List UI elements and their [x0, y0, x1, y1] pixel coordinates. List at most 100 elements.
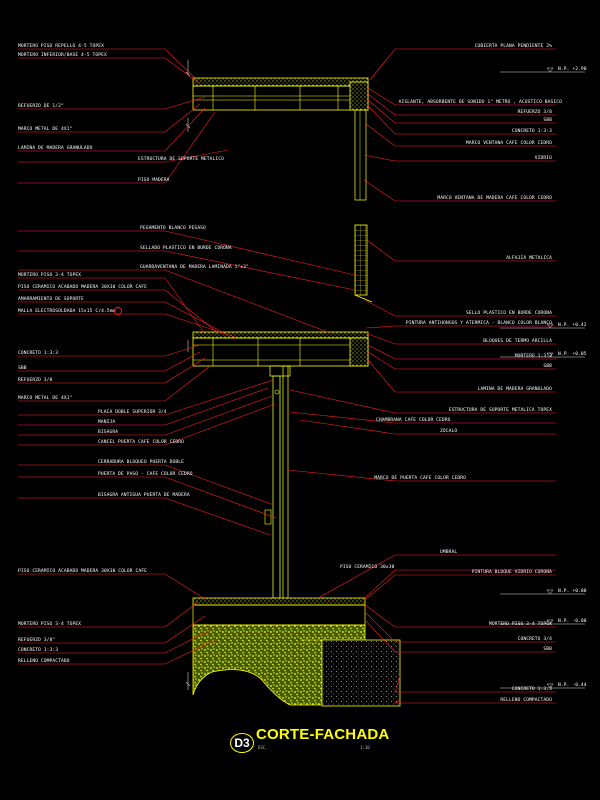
- leader-line: [299, 419, 556, 435]
- leader-line: [18, 111, 216, 184]
- annotation-label: PISO CERAMICO 30x30: [340, 564, 395, 570]
- annotation-label: PUERTA DE PASO - CAFE COLOR CEDRO: [98, 471, 193, 477]
- level-label: N.P. -0.44: [558, 682, 587, 688]
- annotation-label: PISO CERAMICO ACABADO MADERA 30X30 COLOR…: [18, 284, 147, 290]
- annotation-label: MARCO VENTANA DE MADERA CAFE COLOR CEDRO: [437, 195, 552, 201]
- annotation-label: BISAGRA ANTIGUA PUERTA DE MADERA: [98, 492, 190, 498]
- right-annotations: CUBIERTA PLANA PENDIENTE 2% AISLANTE, AB…: [340, 43, 562, 703]
- leader-line: [18, 230, 356, 276]
- left-leader-lines: [18, 48, 356, 665]
- leader-line: [369, 48, 556, 81]
- annotation-label: PISO CERAMICO ACABADO MADERA 30X30 COLOR…: [18, 568, 147, 574]
- annotation-label: CERRADURA BLOQUEO PUERTA DOBLE: [98, 459, 184, 465]
- annotation-label: SBB: [543, 117, 552, 123]
- annotation-label: RELLENO COMPACTADO: [18, 658, 70, 664]
- leader-line: [363, 179, 556, 202]
- level-triangle-icon: [546, 619, 554, 625]
- leader-line: [367, 105, 556, 135]
- annotation-label: MORTERO PISO REPELLO 4-5 TOPEX: [18, 43, 104, 49]
- leader-line: [289, 389, 556, 414]
- foundation: [192, 624, 401, 707]
- leader-line: [364, 611, 556, 643]
- leader-line: [367, 359, 556, 393]
- leader-line: [18, 344, 201, 357]
- annotation-label: CANCEL PUERTA CAFE COLOR CEDRO: [98, 439, 184, 445]
- leader-line: [366, 239, 556, 262]
- leader-line: [18, 57, 201, 85]
- leader-line: [364, 619, 556, 653]
- scale-value: 1:10: [360, 745, 370, 750]
- leader-line: [18, 149, 229, 163]
- level-label: N.P. +2.90: [558, 66, 587, 72]
- leader-line: [367, 333, 556, 345]
- annotation-label: RELLENO COMPACTADO: [500, 697, 552, 703]
- leader-line: [18, 403, 276, 446]
- leader-line: [365, 123, 556, 147]
- annotation-label: PEGAMENTO BLANCO PEGASO: [140, 225, 206, 231]
- annotation-label: MANIJA: [98, 419, 115, 425]
- leader-line: [18, 601, 199, 628]
- leader-line: [289, 411, 556, 424]
- annotation-label: AISLANTE, ABSORBENTE DE SONIDO 1" METRO …: [399, 99, 562, 105]
- leader-line: [364, 574, 556, 601]
- annotation-label: PISO MADERA: [138, 177, 170, 183]
- annotation-label: ZOCALO: [440, 428, 457, 434]
- leader-line: [18, 395, 273, 436]
- annotation-label: MALLA ELECTROSOLDADA 15x15 C/4.5mm: [18, 308, 116, 314]
- annotation-label: REFUERZO 3/8: [518, 109, 553, 115]
- leader-line: [367, 93, 556, 116]
- annotation-label: AMARRAMIENTO DE SOPORTE: [18, 296, 84, 302]
- annotation-label: SELLADO PLASTICO EN BORDE CORONA: [140, 245, 232, 251]
- annotation-label: UMBRAL: [440, 549, 457, 555]
- level-labels: N.P. +2.90 N.P. +0.42 N.P. +0.05 N.P. +0…: [558, 66, 587, 688]
- leader-line: [18, 629, 211, 654]
- level-label: N.P. +0.00: [558, 588, 587, 594]
- left-annotations: MORTERO PISO REPELLO 4-5 TOPEX MORTERO I…: [18, 43, 249, 664]
- leader-line: [363, 154, 556, 162]
- break-symbols: [185, 60, 191, 690]
- leader-line: [364, 299, 556, 317]
- annotation-label: MARCO METAL DE 4X1": [18, 126, 72, 132]
- level-triangle-icon: [546, 352, 554, 358]
- level-label: N.P. +0.05: [558, 351, 587, 357]
- annotation-label: MARCO DE PUERTA CAFE COLOR CEDRO: [374, 475, 466, 481]
- leader-line: [393, 699, 556, 704]
- leader-line: [367, 344, 556, 360]
- leader-line: [18, 615, 206, 644]
- level-markers: [500, 67, 585, 689]
- leader-line: [18, 351, 201, 372]
- leader-line: [18, 573, 206, 600]
- annotation-label: VIDRIO: [535, 155, 552, 161]
- leader-line: [364, 569, 556, 599]
- annotation-label: MARCO METAL DE 4X1": [18, 395, 72, 401]
- annotation-label: MORTERO 1:3:3: [515, 353, 552, 359]
- annotation-label: MORTERO PISO 3-4 TOPEX: [18, 272, 81, 278]
- leader-line: [394, 675, 556, 693]
- annotation-label: MARCO VENTANA CAFE COLOR CEDRO: [466, 140, 552, 146]
- leader-line: [367, 99, 556, 124]
- leader-line: [18, 365, 211, 402]
- annotation-label: CUBIERTA PLANA PENDIENTE 2%: [475, 43, 553, 49]
- leader-line: [367, 351, 556, 370]
- leader-line: [18, 379, 274, 416]
- annotation-label: MORTERO PISO 3-4 TOPEX: [18, 621, 81, 627]
- level-triangle-icon: [546, 589, 554, 595]
- level-label: N.P. -0.08: [558, 618, 587, 624]
- annotation-label: MORTERO INFERIOR/BASE 4-5 TOPEX: [18, 52, 107, 58]
- annotation-label: REFUERZO 3/8": [18, 637, 55, 643]
- annotation-label: SELLO PLASTICO EN BORDE CORONA: [466, 310, 552, 316]
- leader-line: [364, 604, 556, 628]
- annotation-label: CONCRETO 3/4: [518, 636, 553, 642]
- leader-line: [18, 48, 198, 81]
- level-triangle-icon: [546, 323, 554, 329]
- roof-slab: [192, 77, 369, 111]
- annotation-label: CONCRETO 1:3:3: [18, 647, 58, 653]
- annotation-label: CHAMBRANA CAFE COLOR CEDRO: [376, 417, 451, 423]
- annotation-label: PINTURA BLOQUE VIDRIO CORONA: [472, 569, 552, 575]
- leader-line: [287, 469, 556, 482]
- annotation-label: CONCRETO 1:3:3: [512, 128, 552, 134]
- annotation-label: SBB: [543, 646, 552, 652]
- annotation-label: MORTERO PISO 3-4 TOPEX: [489, 621, 552, 627]
- leader-line: [18, 301, 229, 336]
